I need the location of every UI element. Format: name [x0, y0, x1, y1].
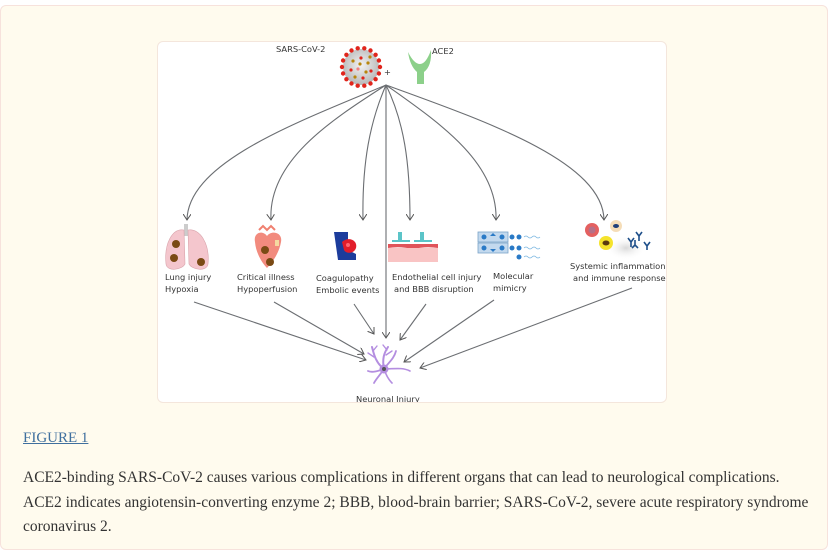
figure-panel: SARS-CoV-2 ACE2 +: [0, 5, 828, 550]
endothelium-icon: [388, 232, 438, 262]
arrow-to-coagulation: [363, 84, 387, 220]
pathway-label-line2: and immune response: [573, 273, 666, 283]
blood-clot-icon: [334, 232, 357, 260]
pathway-systemic-inflammation: Systemic inflammation and immune respons…: [570, 261, 666, 283]
virus-spike: [349, 48, 354, 53]
pathway-label-line2: Embolic events: [316, 285, 379, 295]
converging-arrows: [193, 287, 633, 368]
pathway-molecular-mimicry: Molecular mimicry: [493, 271, 534, 293]
virus-dot: [361, 76, 365, 80]
arrow-to-heart: [271, 84, 387, 220]
arrow-from-endothelial: [400, 303, 427, 340]
pathway-lung-injury: Lung injury Hypoxia: [165, 272, 211, 294]
virus-dot: [364, 70, 368, 74]
pathway-label-line1: Critical illness: [237, 272, 295, 282]
virus-spike: [368, 81, 373, 86]
virus-spike: [355, 83, 360, 88]
virus-dot: [351, 59, 355, 63]
neuron-icon: [367, 344, 411, 384]
arrow-from-lung: [193, 301, 366, 360]
virus-spike: [362, 83, 367, 88]
virus-dot: [369, 69, 373, 73]
virus-dot: [353, 75, 357, 79]
virus-spike: [339, 64, 345, 70]
pathway-diagram: SARS-CoV-2 ACE2 +: [165, 44, 666, 403]
pathway-label-line2: Hypoxia: [165, 284, 199, 294]
virus-dot: [368, 55, 372, 59]
pathway-label-line2: Hypoperfusion: [237, 284, 297, 294]
pathway-label-line1: Systemic inflammation: [570, 261, 665, 271]
ace2-receptor-icon: [408, 50, 432, 84]
virus-dot: [356, 67, 360, 71]
receptor-label: ACE2: [432, 46, 454, 56]
virus-icon: [339, 46, 383, 88]
virus-dot: [349, 68, 353, 72]
virus-spike: [373, 52, 378, 57]
virus-spike: [376, 58, 382, 63]
pathway-label-line1: Coagulopathy: [316, 273, 374, 283]
pathway-label-line1: Lung injury: [165, 272, 211, 282]
virus-spike: [368, 48, 373, 53]
arrow-from-mimicry: [404, 299, 495, 362]
figure-caption: ACE2-binding SARS-CoV-2 causes various c…: [23, 469, 809, 535]
molecular-mimicry-icon: [477, 231, 541, 260]
virus-spike: [377, 64, 383, 70]
arrow-to-lung: [187, 84, 387, 220]
immune-cells-icon: [585, 220, 651, 260]
plus-sign: +: [384, 67, 391, 77]
outcome-label: Neuronal Injury: [356, 394, 420, 403]
arrow-to-mimicry: [385, 84, 496, 220]
pathway-label-line2: and BBB disruption: [394, 284, 474, 294]
virus-dot: [366, 61, 370, 65]
virus-spike: [340, 71, 346, 76]
heart-icon: [254, 224, 282, 268]
pathway-endothelial-injury: Endothelial cell injury and BBB disrupti…: [392, 272, 482, 294]
arrow-to-endothelial: [385, 84, 410, 220]
pathway-label-line1: Molecular: [493, 271, 534, 281]
virus-spike: [344, 52, 349, 57]
virus-label: SARS-CoV-2: [276, 44, 325, 54]
pathway-label-line1: Endothelial cell injury: [392, 272, 482, 282]
virus-spike: [373, 77, 378, 82]
arrow-from-inflammation: [420, 287, 633, 368]
virus-spike: [362, 46, 367, 51]
virus-spike: [349, 81, 354, 86]
pathway-critical-illness: Critical illness Hypoperfusion: [237, 272, 297, 294]
lungs-icon: [165, 224, 209, 270]
figure-image: SARS-CoV-2 ACE2 +: [157, 41, 667, 403]
pathway-coagulopathy: Coagulopathy Embolic events: [316, 273, 379, 295]
source-arrows: [187, 84, 604, 338]
virus-spike: [376, 71, 382, 76]
virus-dot: [359, 56, 363, 60]
virus-spike: [340, 58, 346, 63]
pathway-label-line2: mimicry: [493, 283, 527, 293]
arrow-from-coagulation: [353, 303, 374, 334]
virus-dot: [358, 62, 362, 66]
arrow-from-heart: [273, 301, 364, 354]
virus-spike: [344, 77, 349, 82]
figure-link[interactable]: FIGURE 1: [23, 430, 89, 446]
virus-spike: [355, 46, 360, 51]
arrow-to-inflammation: [385, 84, 604, 220]
